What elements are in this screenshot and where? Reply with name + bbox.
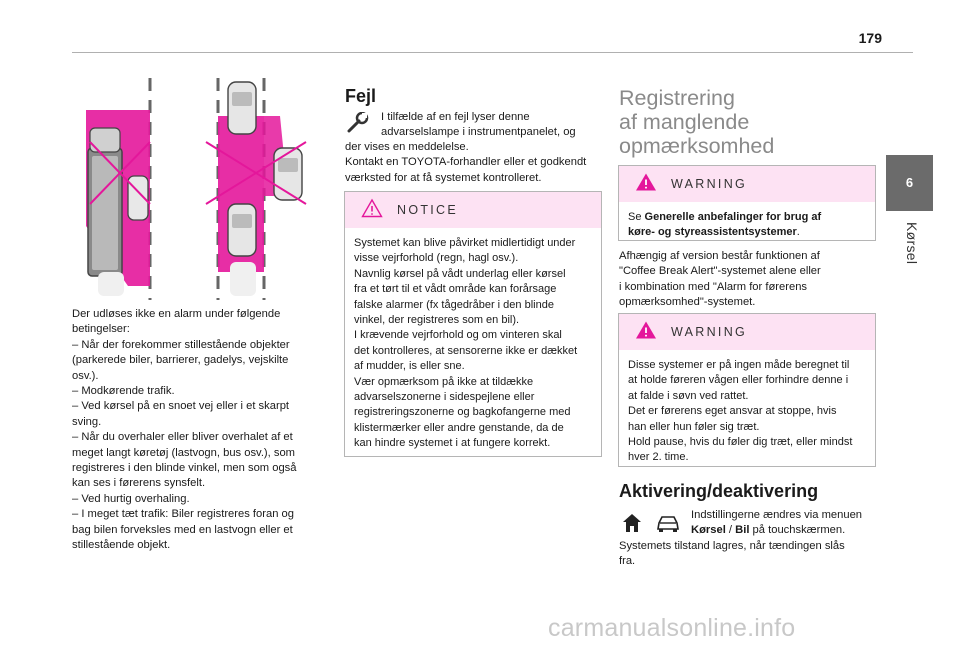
watermark: carmanualsonline.info [548, 614, 796, 642]
notice-label: NOTICE [397, 203, 459, 217]
warning-triangle-icon [361, 198, 383, 218]
notice-header: NOTICE [345, 192, 601, 228]
warning-triangle-icon [636, 321, 656, 339]
warning-header-1: WARNING [619, 166, 875, 202]
version-paragraph: Afhængig af version består funktionen af… [619, 250, 821, 309]
warning-body-2: Disse systemer er på ingen måde beregnet… [628, 359, 853, 464]
fault-heading: Fejl [345, 86, 377, 106]
activation-instructions: Indstillingerne ændres via menuen Kørsel… [691, 509, 863, 537]
chapter-title: Kørsel [904, 222, 920, 265]
warning-header-2: WARNING [619, 314, 875, 350]
warning-body-1: Se Generelle anbefalinger for brug af kø… [628, 211, 822, 239]
activation-heading: Aktivering/deaktivering [619, 481, 819, 501]
car-icon [657, 516, 679, 532]
page-number: 179 [858, 30, 882, 46]
conditions-text: Der udløses ikke en alarm under følgende… [72, 308, 297, 552]
notice-body: Systemet kan blive påvirket midlertidigt… [354, 237, 578, 450]
blind-spot-illustration [86, 78, 307, 300]
chapter-tab[interactable]: 6 [886, 155, 933, 211]
activation-state-text: Systemets tilstand lagres, når tændingen… [619, 540, 845, 568]
warning-label-2: WARNING [671, 325, 748, 339]
notice-box: NOTICE Systemet kan blive påvirket midle… [344, 191, 602, 457]
warning-box-1: WARNING Se Generelle anbefalinger for br… [618, 165, 876, 241]
warning-box-2: WARNING Disse systemer er på ingen måde … [618, 313, 876, 467]
warning-triangle-icon [636, 173, 656, 191]
home-icon [623, 514, 641, 532]
warning-label-1: WARNING [671, 177, 748, 191]
fault-intro: I tilfælde af en fejl lyser denne advars… [381, 111, 576, 139]
header-divider [72, 52, 913, 53]
attention-heading: Registrering af manglende opmærksomhed [619, 86, 775, 158]
wrench-icon [347, 112, 369, 133]
fault-body: der vises en meddelelse. Kontakt en TOYO… [345, 141, 587, 184]
